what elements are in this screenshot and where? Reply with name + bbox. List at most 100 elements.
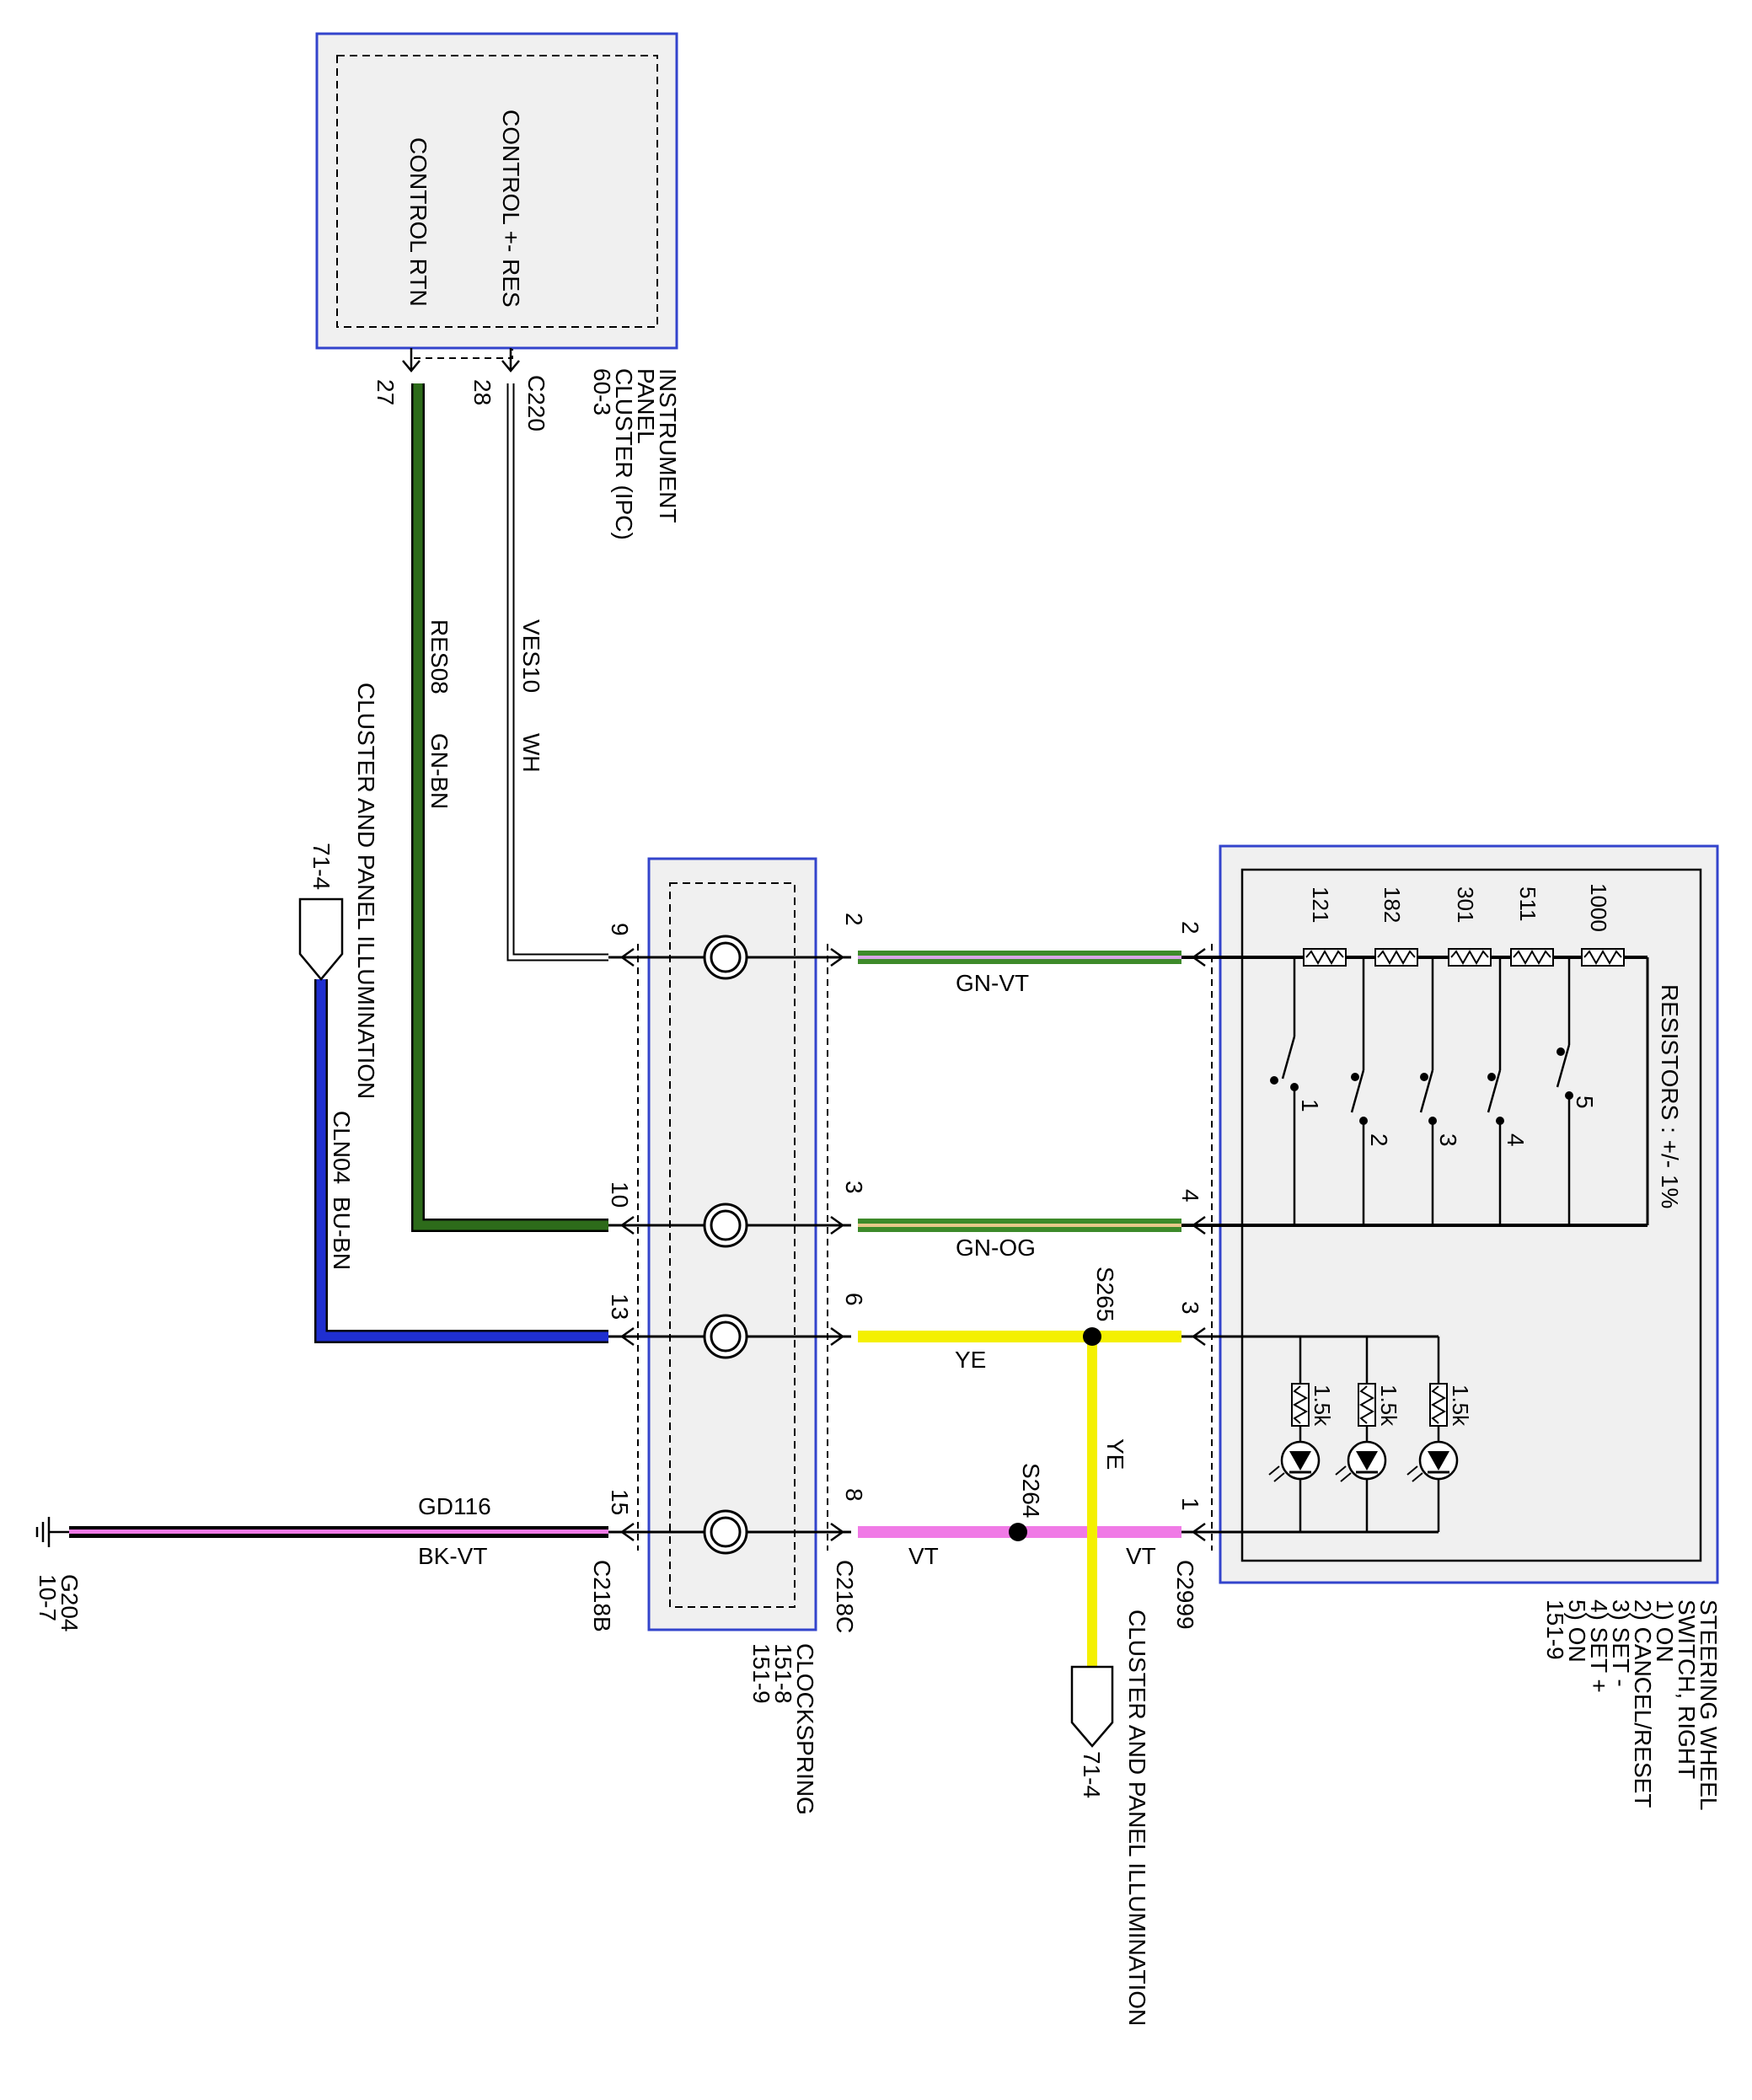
coil-inner <box>710 1321 742 1353</box>
switch-pin: 3 <box>1177 1301 1203 1315</box>
right-pin-arrow <box>830 1215 845 1235</box>
c218c-label: C218C <box>832 1560 858 1633</box>
clockspring-right-pin: 8 <box>841 1488 867 1502</box>
illumination-connector-bottom: 71-4 CLUSTER AND PANEL ILLUMINATION <box>1070 1610 1150 2026</box>
led-light-arrows <box>1406 1465 1423 1482</box>
ipc-box <box>315 32 678 350</box>
illumination-left-label: CLUSTER AND PANEL ILLUMINATION <box>353 683 379 1099</box>
wire-cln04 <box>316 979 608 1342</box>
wire-ye-over-vt <box>1087 1521 1097 1543</box>
clockspring-name-line: 151-8 <box>770 1643 796 1704</box>
switch-number: 3 <box>1435 1133 1461 1147</box>
ipc-control-res-label: CONTROL +- RES <box>498 110 524 308</box>
clockspring-left-pin: 10 <box>607 1181 633 1208</box>
vt-left-label: VT <box>908 1543 939 1569</box>
switch-contact-dot <box>1351 1073 1359 1081</box>
illumination-connector-left: 71-4 CLUSTER AND PANEL ILLUMINATION <box>298 683 379 1099</box>
ipc-control-rtn-label: CONTROL RTN <box>405 137 431 307</box>
clockspring-left-pin: 13 <box>607 1294 633 1320</box>
resistor-value: 1000 <box>1586 883 1611 932</box>
clockspring-right-pin: 3 <box>841 1181 867 1194</box>
led-triangle <box>1428 1451 1449 1471</box>
wire-gd116 <box>69 1526 608 1538</box>
ipc-inner-dashed <box>336 55 658 328</box>
clockspring-coil-icon <box>703 1509 748 1555</box>
ipc-name: INSTRUMENT PANEL CLUSTER (IPC) 60-3 <box>589 368 681 540</box>
switch-contact-dot <box>1556 1047 1565 1056</box>
switch-name-line: 5) ON <box>1564 1599 1590 1663</box>
switch-branch <box>1281 956 1304 1225</box>
switch-contact-dot <box>1487 1073 1496 1081</box>
clockspring-left-pin: 15 <box>607 1489 633 1515</box>
gn-og-label: GN-OG <box>956 1235 1036 1261</box>
ipc-name-line: 60-3 <box>589 368 615 415</box>
switch-pin: 4 <box>1177 1189 1203 1203</box>
wire-res08 <box>413 383 608 1230</box>
ground-ref: 10-7 <box>35 1574 61 1621</box>
wire-gn-og-stripe <box>858 1224 1181 1227</box>
wire-ye-vertical <box>1087 1337 1097 1667</box>
resistor-value: 511 <box>1515 887 1540 921</box>
coil-inner <box>710 941 742 973</box>
switch-number: 5 <box>1572 1096 1598 1109</box>
pin-27: 27 <box>372 379 399 405</box>
resistor-value: 301 <box>1453 887 1478 923</box>
switch-name-line: 3) SET - <box>1608 1599 1634 1687</box>
switch-branch <box>1487 956 1511 1225</box>
switch-number: 4 <box>1503 1133 1529 1147</box>
resistor-zigzag <box>1513 949 1551 966</box>
resistor-zigzag <box>1358 1385 1375 1424</box>
led-resistor-value: 1.5k <box>1310 1385 1335 1427</box>
switch-contacts <box>1270 956 1582 1225</box>
clockspring-coil-icon <box>703 1314 748 1359</box>
switch-contact-dot <box>1290 1083 1299 1091</box>
led-triangle <box>1356 1451 1378 1471</box>
switch-inner <box>1240 868 1702 1562</box>
ves10-color: WH <box>518 733 544 773</box>
pin-27-arrow <box>402 348 421 372</box>
led-branch <box>1268 1337 1321 1532</box>
ground-name: G204 <box>56 1574 83 1632</box>
c220-label: C220 <box>523 375 549 431</box>
pentagon-connector-icon <box>298 897 344 981</box>
clockspring-left-pin: 9 <box>607 923 633 936</box>
switch-number: 1 <box>1297 1099 1323 1112</box>
illumination-bottom-label: CLUSTER AND PANEL ILLUMINATION <box>1124 1610 1150 2026</box>
steering-wheel-switch: 2 4 3 1 C2999 121 182 301 511 1000 <box>1172 844 1722 1810</box>
switch-contact-dot <box>1565 1091 1573 1100</box>
switch-pin: 1 <box>1177 1497 1203 1511</box>
clockspring: 9 10 13 15 2 3 6 8 C218B C218C CLOCKSPRI… <box>589 857 867 1815</box>
splice-s265-label: S265 <box>1092 1267 1118 1321</box>
pin-28-arrow <box>501 348 520 372</box>
resistor-icon <box>1291 1383 1310 1427</box>
switch-pin: 2 <box>1177 921 1203 935</box>
gd116-circuit: GD116 <box>418 1493 491 1519</box>
switch-contact-dot <box>1359 1117 1368 1125</box>
switch-name-line: 2) CANCEL/RESET <box>1630 1599 1656 1808</box>
wire-ye-horizontal <box>858 1331 1181 1342</box>
wire-gd116-stripe <box>69 1529 608 1534</box>
resistor-zigzag <box>1292 1385 1309 1424</box>
c220-dashed <box>410 349 513 359</box>
clockspring-name-line: 151-9 <box>748 1643 774 1704</box>
pin-28: 28 <box>469 379 496 405</box>
c218b-label: C218B <box>589 1560 615 1632</box>
switch-branch <box>1556 956 1582 1225</box>
switch-number: 2 <box>1366 1133 1392 1147</box>
switch-name-line: 151-9 <box>1542 1599 1568 1660</box>
left-pin-arrow <box>619 1522 635 1542</box>
res08-label: RES08 <box>426 619 453 694</box>
resistor-zigzag <box>1377 949 1416 966</box>
led-triangle <box>1289 1451 1311 1471</box>
ye-vertical-label: YE <box>1102 1438 1128 1470</box>
led-resistor-value: 1.5k <box>1376 1385 1401 1427</box>
switch-branch <box>1419 956 1449 1225</box>
ipc-name-line: PANEL <box>633 368 659 444</box>
wire-gn-vt-stripe <box>858 956 1181 959</box>
resistor-icon <box>1358 1383 1376 1427</box>
ipc-name-line: INSTRUMENT <box>655 368 681 523</box>
gn-vt-label: GN-VT <box>956 970 1029 996</box>
gd116-color: BK-VT <box>418 1543 487 1569</box>
clockspring-right-pin: 6 <box>841 1293 867 1306</box>
